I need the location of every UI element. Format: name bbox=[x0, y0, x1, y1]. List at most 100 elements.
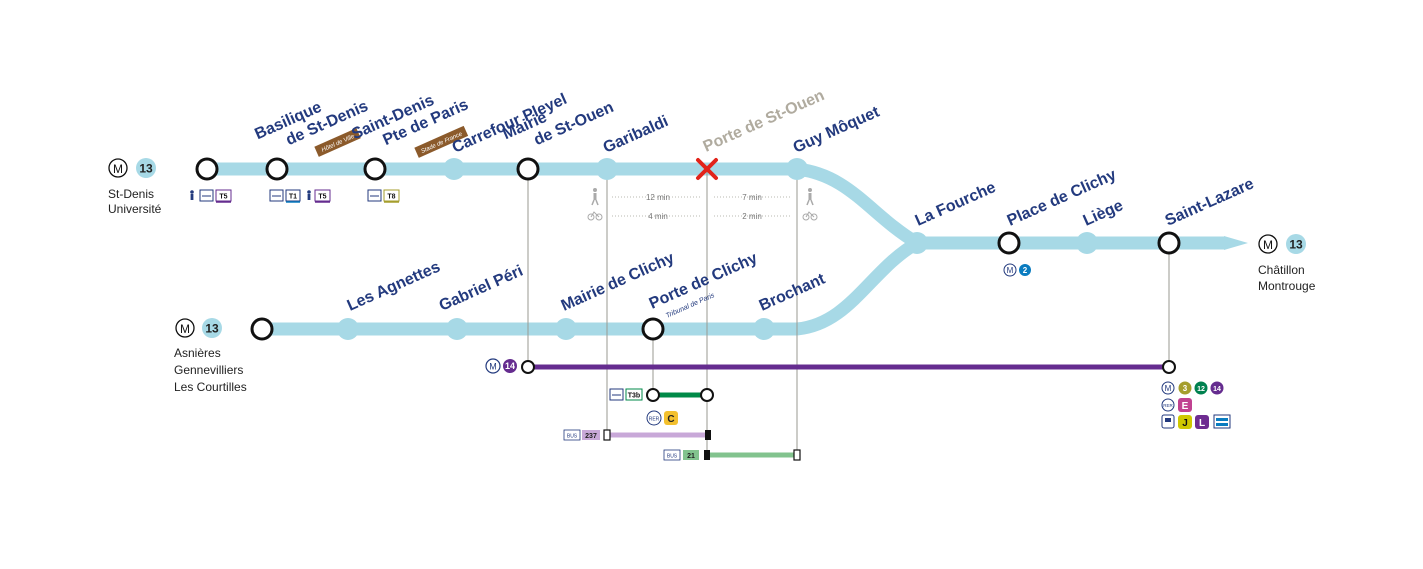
station-label-brochant: Brochant bbox=[757, 270, 829, 314]
station-marker-mairie-st-ouen[interactable] bbox=[516, 157, 540, 181]
rer-icon bbox=[1161, 398, 1175, 412]
tram-icon bbox=[367, 189, 382, 202]
walk-icon bbox=[806, 188, 814, 206]
tram-t3b-link: T3b RER C bbox=[609, 388, 714, 426]
bike-station-icon bbox=[1213, 414, 1231, 429]
svg-text:M: M bbox=[1263, 238, 1273, 252]
bus-icon: BUS bbox=[663, 449, 681, 461]
connections-basilique: T1 T5 bbox=[269, 189, 331, 203]
train-icon bbox=[1161, 414, 1175, 429]
bus-21-badge: 21 bbox=[683, 450, 699, 460]
north-branch-curve bbox=[796, 162, 921, 249]
station-marker-guy-moquet[interactable] bbox=[786, 158, 808, 180]
metro-3-badge bbox=[1178, 381, 1192, 395]
tram-icon bbox=[609, 388, 624, 401]
svg-text:13: 13 bbox=[139, 162, 153, 176]
station-marker-mairie-de-clichy[interactable] bbox=[555, 318, 577, 340]
bus-icon: BUS bbox=[563, 429, 581, 441]
station-marker-st-denis-universite[interactable] bbox=[195, 157, 219, 181]
svg-text:3: 3 bbox=[1183, 384, 1188, 393]
bike-icon bbox=[802, 211, 818, 221]
station-label-gabriel-peri: Gabriel Péri bbox=[437, 263, 526, 315]
station-marker-place-de-clichy[interactable] bbox=[997, 231, 1021, 255]
svg-text:2: 2 bbox=[1023, 266, 1028, 275]
metro-2-badge bbox=[1019, 264, 1031, 276]
station-marker-garibaldi[interactable] bbox=[596, 158, 618, 180]
line-13-badge bbox=[1286, 234, 1306, 254]
closed-station-icon bbox=[696, 158, 718, 180]
station-marker-basilique[interactable] bbox=[265, 157, 289, 181]
svg-text:M: M bbox=[1165, 384, 1172, 393]
station-label-basilique: Basilique de St-Denis bbox=[252, 81, 370, 159]
station-marker-liege[interactable] bbox=[1076, 232, 1098, 254]
svg-text:M: M bbox=[1007, 266, 1014, 275]
train-j-badge bbox=[1178, 415, 1192, 429]
tram-icon bbox=[199, 189, 214, 202]
train-l-badge bbox=[1195, 415, 1209, 429]
station-label-liege: Liège bbox=[1081, 197, 1126, 230]
station-marker-saint-lazare[interactable] bbox=[1157, 231, 1181, 255]
walk-time-left: 12 min bbox=[646, 193, 670, 202]
walk-icon bbox=[307, 190, 311, 200]
tram-icon bbox=[269, 189, 284, 202]
svg-text:T8: T8 bbox=[387, 194, 395, 201]
direction-arrow-icon bbox=[1224, 236, 1248, 250]
connections-saint-lazare: M 3 12 14 RER E J L bbox=[1161, 381, 1231, 429]
svg-text:T5: T5 bbox=[318, 194, 326, 201]
svg-text:T3b: T3b bbox=[628, 393, 640, 400]
station-label-la-fourche: La Fourche bbox=[913, 179, 999, 230]
svg-text:RER: RER bbox=[1163, 403, 1173, 408]
station-marker-gabriel-peri[interactable] bbox=[446, 318, 468, 340]
terminus-st-denis: M 13 St-Denis Université bbox=[108, 158, 162, 216]
station-marker-carrefour-pleyel[interactable] bbox=[443, 158, 465, 180]
bike-time-left: 4 min bbox=[648, 212, 668, 221]
svg-text:M: M bbox=[180, 322, 190, 336]
svg-text:BUS: BUS bbox=[667, 454, 678, 460]
svg-text:E: E bbox=[1182, 401, 1189, 412]
metro-14-badge bbox=[1210, 381, 1224, 395]
connections-pte-de-paris: T8 bbox=[367, 189, 400, 203]
connections-st-denis: T5 bbox=[190, 189, 232, 203]
metro-icon bbox=[1003, 263, 1017, 277]
station-marker-la-fourche[interactable] bbox=[906, 232, 928, 254]
svg-text:M: M bbox=[489, 362, 497, 372]
terminus-label: Asnières Gennevilliers Les Courtilles bbox=[174, 346, 247, 394]
terminus-chatillon: M 13 Châtillon Montrouge bbox=[1258, 234, 1316, 293]
walk-icon bbox=[591, 188, 599, 206]
rer-c-badge: RER C bbox=[646, 410, 678, 426]
bus-21-link: BUS 21 bbox=[663, 449, 801, 461]
svg-text:J: J bbox=[1182, 418, 1188, 429]
walk-icon bbox=[190, 190, 194, 200]
line-13-badge bbox=[136, 158, 156, 178]
station-marker-porte-de-clichy[interactable] bbox=[641, 317, 665, 341]
connections-place-de-clichy: M 2 bbox=[1003, 263, 1031, 277]
svg-text:T1: T1 bbox=[289, 194, 297, 201]
line-13-badge bbox=[202, 318, 222, 338]
station-marker-pte-de-paris[interactable] bbox=[363, 157, 387, 181]
metro-14-badge: M 14 bbox=[485, 358, 517, 374]
station-marker-les-agnettes[interactable] bbox=[337, 318, 359, 340]
station-label-garibaldi: Garibaldi bbox=[601, 113, 671, 157]
svg-text:BUS: BUS bbox=[567, 434, 578, 440]
svg-text:C: C bbox=[667, 414, 674, 425]
svg-text:14: 14 bbox=[505, 361, 515, 371]
station-marker-les-courtilles[interactable] bbox=[250, 317, 274, 341]
bus-237-link: BUS 237 bbox=[563, 429, 711, 441]
rer-e-badge bbox=[1178, 398, 1192, 412]
metro-icon bbox=[108, 158, 128, 178]
metro-icon bbox=[1161, 381, 1175, 395]
station-markers bbox=[195, 157, 1181, 341]
south-branch-curve bbox=[796, 237, 921, 336]
bike-time-right: 2 min bbox=[742, 212, 762, 221]
svg-text:237: 237 bbox=[585, 433, 597, 440]
svg-text:T5: T5 bbox=[219, 194, 227, 201]
walk-time-right: 7 min bbox=[742, 193, 762, 202]
metro-icon bbox=[1258, 234, 1278, 254]
station-marker-brochant[interactable] bbox=[753, 318, 775, 340]
walk-bike-times: 12 min 7 min 4 min 2 min bbox=[587, 188, 818, 221]
svg-text:13: 13 bbox=[205, 322, 219, 336]
svg-text:12: 12 bbox=[1197, 386, 1205, 393]
bus-237-badge: 237 bbox=[582, 430, 600, 440]
svg-text:L: L bbox=[1199, 418, 1205, 429]
t3b-badge: T3b bbox=[625, 388, 643, 401]
